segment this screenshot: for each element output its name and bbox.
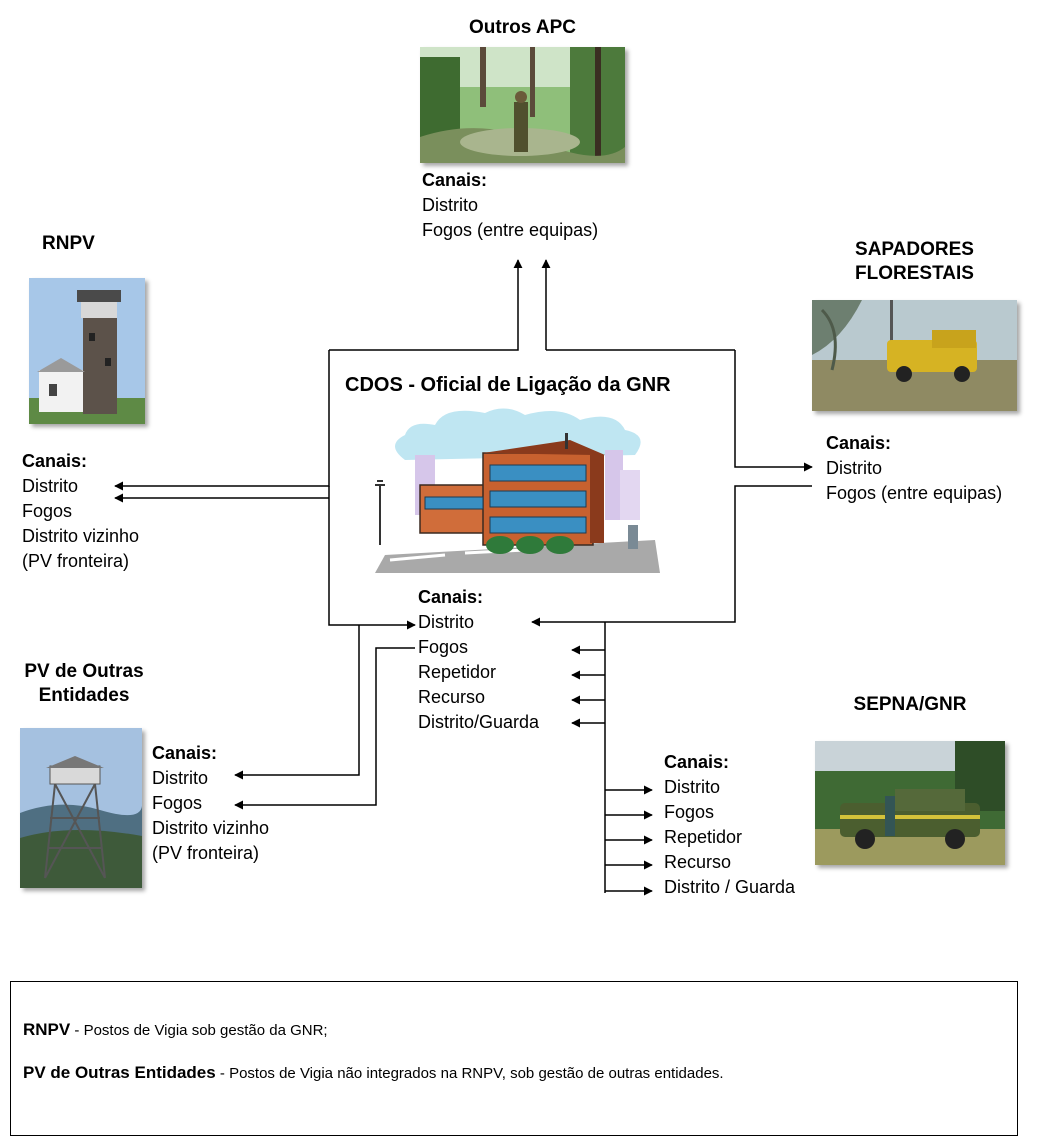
channel-item: Repetidor	[664, 827, 743, 847]
channels-header: Canais:	[22, 451, 88, 471]
legend-box: RNPV - Postos de Vigia sob gestão da GNR…	[10, 981, 1018, 1136]
channels-header: Canais:	[664, 752, 730, 772]
channel-item: Distrito	[22, 476, 79, 496]
channel-item: Distrito / Guarda	[664, 877, 796, 897]
channel-item: Distrito vizinho	[152, 818, 270, 838]
channel-item: Distrito	[418, 612, 475, 632]
channel-item: (PV fronteira)	[152, 843, 260, 863]
rnpv-channels: Canais: Distrito Fogos Distrito vizinho …	[22, 449, 139, 574]
sepna-photo	[815, 741, 1005, 865]
pv-outras-channels: Canais: Distrito Fogos Distrito vizinho …	[152, 741, 269, 866]
pv-outras-photo	[20, 728, 142, 888]
rnpv-title: RNPV	[42, 233, 95, 254]
channels-header: Canais:	[826, 433, 892, 453]
outros-apc-channels: Canais: Distrito Fogos (entre equipas)	[422, 168, 598, 243]
channel-item: Fogos	[152, 793, 203, 813]
sapadores-title: SAPADORES FLORESTAIS	[812, 238, 1017, 286]
channel-item: Recurso	[664, 852, 732, 872]
sepna-channels: Canais: Distrito Fogos Repetidor Recurso…	[664, 750, 795, 900]
channel-item: Fogos	[22, 501, 73, 521]
cdos-building-clipart	[375, 405, 660, 573]
channel-item: (PV fronteira)	[22, 551, 130, 571]
pv-outras-title-line2: Entidades	[38, 685, 130, 706]
channel-item: Fogos	[664, 802, 715, 822]
channels-header: Canais:	[418, 587, 484, 607]
channel-item: Fogos	[418, 637, 469, 657]
channel-item: Fogos (entre equipas)	[422, 220, 599, 240]
channel-item: Fogos (entre equipas)	[826, 483, 1003, 503]
rnpv-photo	[29, 278, 145, 424]
sepna-title: SEPNA/GNR	[853, 694, 967, 715]
outros-apc-photo	[420, 47, 625, 163]
legend-row-rnpv: RNPV - Postos de Vigia sob gestão da GNR…	[23, 1020, 328, 1040]
pv-outras-title-line1: PV de Outras	[24, 661, 144, 682]
legend-desc: - Postos de Vigia não integrados na RNPV…	[215, 1065, 724, 1082]
legend-term: RNPV	[23, 1020, 71, 1039]
link-rnpv-1	[114, 350, 330, 491]
cdos-channels: Canais: Distrito Fogos Repetidor Recurso…	[418, 585, 539, 735]
link-sapadores-1	[734, 350, 813, 472]
pv-outras-title: PV de Outras Entidades	[0, 660, 168, 708]
channel-item: Distrito	[422, 195, 479, 215]
sapadores-channels: Canais: Distrito Fogos (entre equipas)	[826, 431, 1002, 506]
channel-item: Distrito	[826, 458, 883, 478]
outros-apc-title: Outros APC	[469, 17, 576, 38]
channel-item: Recurso	[418, 687, 486, 707]
channel-item: Distrito	[664, 777, 721, 797]
link-outros-apc-1	[329, 259, 523, 351]
channel-item: Distrito	[152, 768, 209, 788]
cdos-title: CDOS - Oficial de Ligação da GNR	[345, 374, 671, 396]
legend-term: PV de Outras Entidades	[23, 1063, 216, 1082]
legend-desc: - Postos de Vigia sob gestão da GNR;	[70, 1022, 328, 1039]
channel-item: Distrito/Guarda	[418, 712, 540, 732]
sapadores-title-line2: FLORESTAIS	[855, 263, 974, 284]
channels-header: Canais:	[422, 170, 488, 190]
channel-item: Distrito vizinho	[22, 526, 140, 546]
channels-header: Canais:	[152, 743, 218, 763]
channel-item: Repetidor	[418, 662, 497, 682]
legend-row-pv-outras: PV de Outras Entidades - Postos de Vigia…	[23, 1063, 724, 1083]
sapadores-photo	[812, 300, 1017, 411]
sapadores-title-line1: SAPADORES	[855, 239, 974, 260]
